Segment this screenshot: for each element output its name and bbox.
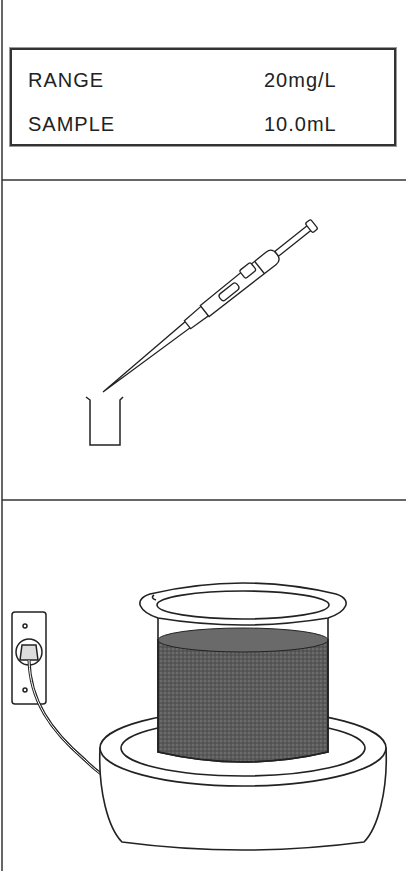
display-value: 10.0mL — [264, 112, 337, 136]
display-label: RANGE — [28, 68, 104, 92]
outlet-plate — [12, 612, 46, 704]
pipette-line — [255, 261, 265, 274]
pipette-grip — [239, 262, 256, 279]
plug — [20, 645, 38, 660]
beaker-wall — [158, 618, 328, 762]
panel-divider — [2, 179, 406, 181]
outlet-screw — [23, 624, 27, 628]
pipette-tip — [101, 320, 192, 395]
frame-line — [1, 0, 3, 871]
beaker — [86, 397, 123, 445]
display-value: 20mg/L — [264, 68, 337, 92]
pipette-plunger — [275, 223, 314, 256]
pipette-window — [218, 282, 240, 302]
outlet-screw — [23, 688, 27, 692]
beaker-lip — [140, 583, 346, 625]
display-label: SAMPLE — [28, 112, 115, 136]
pipette-body — [200, 248, 282, 318]
beaker-rim — [157, 591, 329, 619]
liquid — [158, 640, 328, 762]
beaker-on-stirrer — [140, 583, 346, 762]
beaker-outline — [86, 397, 123, 445]
pipette — [97, 216, 320, 398]
liquid-surface — [158, 628, 328, 652]
panel-divider — [2, 499, 406, 501]
display-panel: RANGE 20mg/L SAMPLE 10.0mL — [10, 48, 396, 146]
pipette-knob — [305, 219, 318, 233]
beaker-spout — [152, 595, 156, 600]
